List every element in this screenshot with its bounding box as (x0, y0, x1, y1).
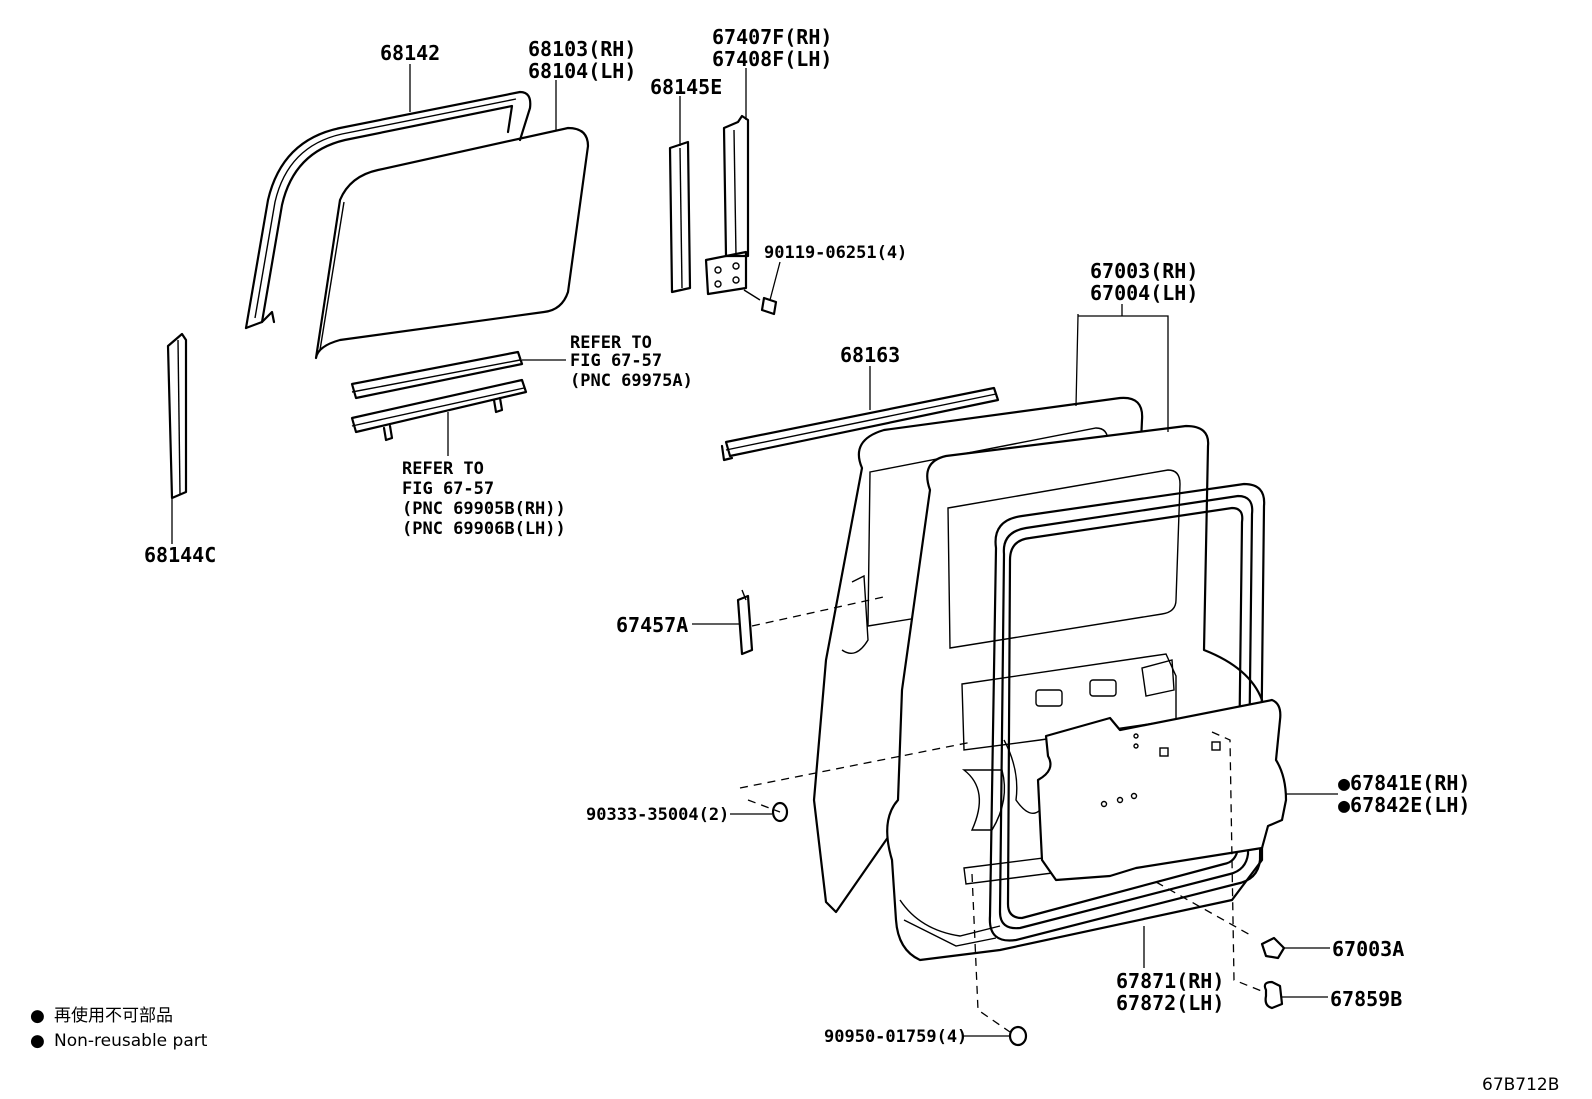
run-channel-68142[interactable] (244, 90, 532, 330)
door-lower-flange[interactable] (899, 899, 1001, 947)
non-reusable-bullet: ● (1338, 793, 1350, 817)
refer-note-upper: REFER TO FIG 67-57 (PNC 69975A) (570, 333, 693, 391)
bumper-67003a[interactable] (1260, 936, 1286, 960)
legend-jp-text: 再使用不可部品 (54, 1005, 173, 1026)
plug-90950[interactable] (1008, 1025, 1028, 1047)
weatherstrip-68144c[interactable] (166, 332, 188, 500)
label-67457a: 67457A (616, 613, 688, 637)
label-68104: 68104(LH) (528, 59, 636, 83)
leader-lines (171, 64, 1338, 1037)
label-90333: 90333-35004(2) (586, 805, 729, 825)
label-68163: 68163 (840, 343, 900, 367)
label-67003: 67003(RH) (1090, 259, 1198, 283)
label-67407f: 67407F(RH) (712, 25, 832, 49)
figure-code: 67B712B (1482, 1075, 1559, 1095)
plug-90333[interactable] (771, 801, 789, 823)
svg-text:REFER TO: REFER TO (402, 459, 484, 479)
service-hole-cover-67841e[interactable] (1036, 698, 1288, 882)
legend-bullet-en: ● (30, 1031, 45, 1051)
weatherstrip-68145e[interactable] (668, 140, 692, 294)
label-90119: 90119-06251(4) (764, 243, 907, 263)
label-67004: 67004(LH) (1090, 281, 1198, 305)
legend-en-text: Non-reusable part (54, 1031, 208, 1051)
clip-67457a[interactable] (736, 589, 754, 656)
label-67871: 67871(RH) (1116, 969, 1224, 993)
glass-channel-lower[interactable] (350, 378, 528, 442)
label-67408f: 67408F(LH) (712, 47, 832, 71)
svg-text:(PNC 69905B(RH)): (PNC 69905B(RH)) (402, 499, 566, 519)
label-67003a: 67003A (1332, 937, 1404, 961)
non-reusable-bullet: ● (1338, 771, 1350, 795)
label-67872: 67872(LH) (1116, 991, 1224, 1015)
label-68142: 68142 (380, 41, 440, 65)
svg-text:FIG 67-57: FIG 67-57 (570, 351, 662, 371)
refer-note-lower: REFER TO FIG 67-57 (PNC 69905B(RH)) (PNC… (402, 459, 566, 539)
svg-text:(PNC 69906B(LH)): (PNC 69906B(LH)) (402, 519, 566, 539)
label-90950: 90950-01759(4) (824, 1027, 967, 1047)
label-67841e: ●67841E(RH) (1338, 771, 1470, 795)
label-68145e: 68145E (650, 75, 722, 99)
svg-text:FIG 67-57: FIG 67-57 (402, 479, 494, 499)
label-68103: 68103(RH) (528, 37, 636, 61)
legend: ● 再使用不可部品 ● Non-reusable part (30, 1005, 208, 1051)
division-bar-67407f[interactable] (704, 114, 750, 296)
label-68144c: 68144C (144, 543, 216, 567)
dashed-indicator-lines (739, 595, 1265, 1033)
door-glass-68103[interactable] (314, 126, 590, 360)
legend-bullet-jp: ● (30, 1006, 45, 1026)
bolt-90119[interactable] (743, 289, 778, 316)
label-67842e: ●67842E(LH) (1338, 793, 1470, 817)
label-67859b: 67859B (1330, 987, 1402, 1011)
plug-67859b[interactable] (1263, 980, 1284, 1010)
svg-text:(PNC 69975A): (PNC 69975A) (570, 371, 693, 391)
svg-text:REFER TO: REFER TO (570, 333, 652, 353)
belt-moulding-68163[interactable] (720, 386, 1000, 462)
glass-channel-upper[interactable] (350, 350, 524, 400)
